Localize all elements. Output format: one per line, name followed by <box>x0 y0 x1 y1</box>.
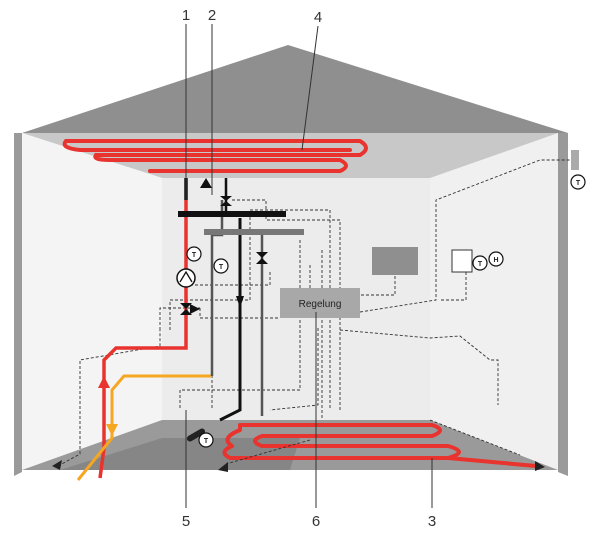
callout-5: 5 <box>182 513 190 530</box>
controller-label: Regelung <box>299 299 342 310</box>
left-wall-edge <box>14 133 22 476</box>
right-wall-edge <box>558 133 568 476</box>
display-box <box>372 247 418 275</box>
callout-1: 1 <box>182 7 190 24</box>
right-wall <box>430 133 558 470</box>
temperature-label: T <box>192 252 197 259</box>
callout-4: 4 <box>314 9 322 26</box>
temperature-label: T <box>478 261 483 268</box>
return-distributor-bar <box>204 229 304 235</box>
pump-icon <box>177 269 195 287</box>
temperature-label: T <box>204 438 209 445</box>
callout-3: 3 <box>428 513 436 530</box>
callout-2: 2 <box>208 7 216 24</box>
sensor-pipe-temperature: T <box>187 247 201 261</box>
callout-6: 6 <box>312 513 320 530</box>
temperature-label: T <box>576 180 581 187</box>
humidity-label: H <box>493 257 498 264</box>
left-wall <box>22 133 162 470</box>
roof <box>22 45 568 133</box>
temperature-label: T <box>219 264 224 271</box>
supply-distributor-bar <box>178 211 286 217</box>
sensor-outdoor-temperature: T <box>571 150 585 189</box>
sensor-distributor-temperature: T <box>214 259 228 273</box>
controller-box: Regelung <box>280 288 360 318</box>
